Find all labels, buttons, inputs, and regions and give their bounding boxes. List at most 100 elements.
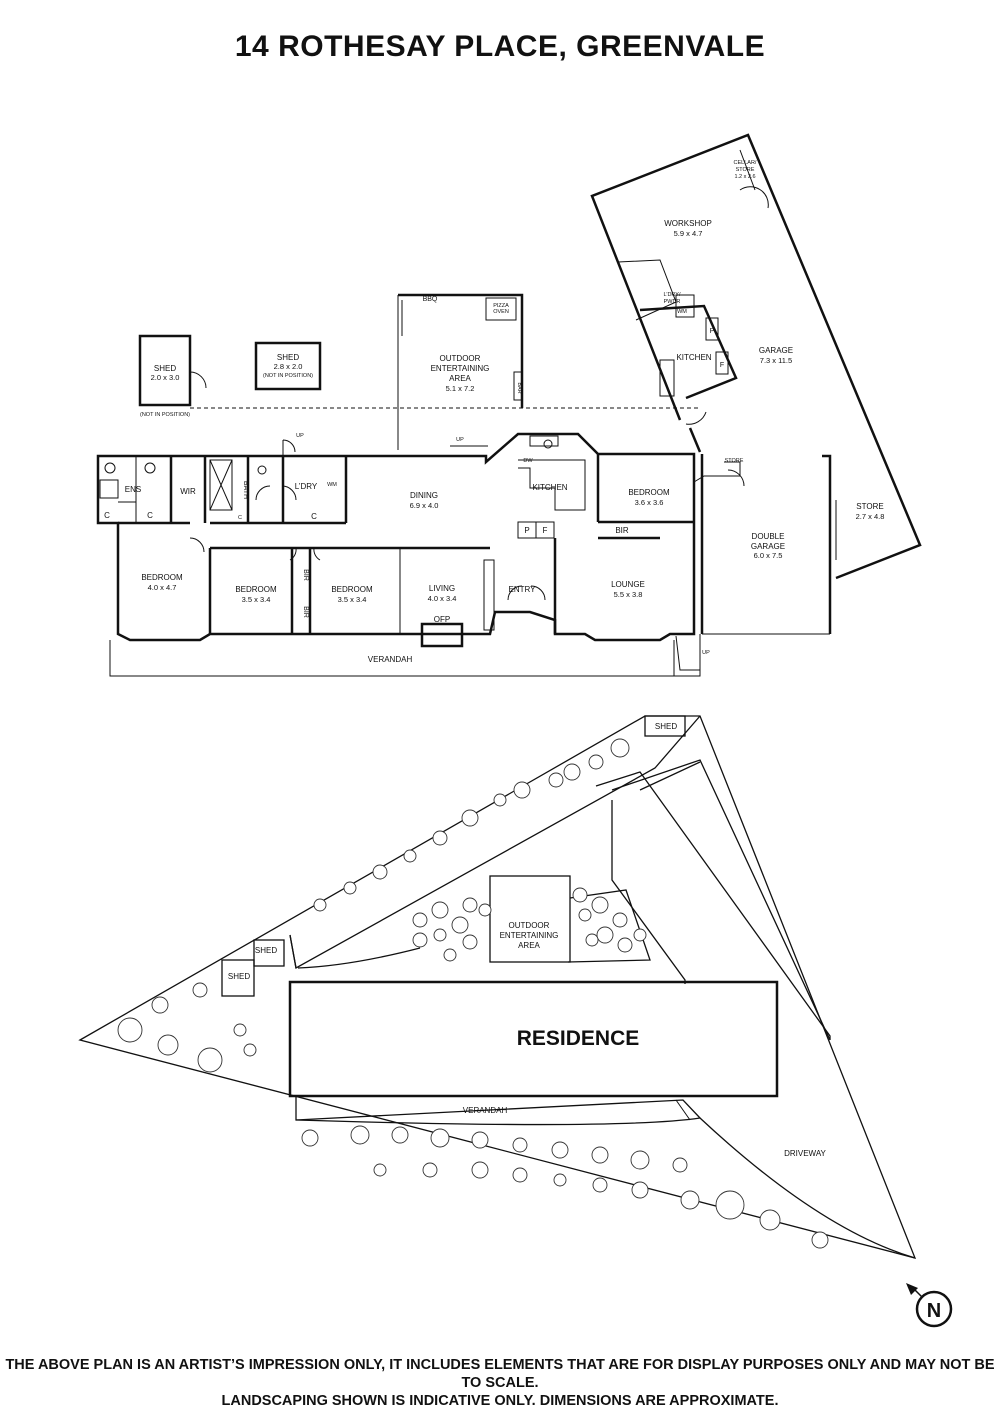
site-verandah-label: VERANDAH	[463, 1106, 508, 1115]
tree-icon	[612, 912, 628, 928]
tree-icon	[403, 849, 417, 863]
site-shed-ne-label: SHED	[655, 722, 677, 731]
site-shed-a	[221, 959, 255, 997]
ens-label: ENS	[125, 485, 141, 494]
tree-icon	[431, 901, 449, 919]
bedroom-3-label: BEDROOM	[331, 585, 373, 594]
store-small-label: STORE	[725, 458, 744, 464]
double-garage-label-1: DOUBLE	[752, 532, 785, 541]
pantry-label: P	[524, 526, 529, 535]
tree-icon	[759, 1209, 781, 1231]
shed-west-note: (NOT IN POSITION)	[140, 412, 190, 418]
pizza-oven-line2: OVEN	[493, 309, 509, 315]
site-outdoor-line2: ENTERTAINING	[500, 931, 559, 940]
tree-icon	[633, 928, 647, 942]
cupboard-1: C	[104, 511, 110, 520]
pizza-oven-line1: PIZZA	[493, 303, 509, 309]
outdoor-label-3: AREA	[449, 374, 471, 383]
disclaimer: THE ABOVE PLAN IS AN ARTIST’S IMPRESSION…	[0, 1356, 1000, 1410]
cupboard-4: C	[311, 512, 317, 521]
cellar-line1: CELLAR/	[734, 160, 757, 166]
floor-plan: SHED 2.0 x 3.0 (NOT IN POSITION) SHED 2.…	[96, 133, 922, 677]
tree-icon	[233, 1023, 247, 1037]
dining-label: DINING	[410, 491, 438, 500]
tree-icon	[672, 1157, 688, 1173]
kitchen2-label: KITCHEN	[676, 353, 711, 362]
tree-icon	[563, 763, 581, 781]
disclaimer-line-2: LANDSCAPING SHOWN IS INDICATIVE ONLY. DI…	[221, 1393, 779, 1409]
tree-icon	[610, 738, 630, 758]
landscaping-trees	[117, 738, 829, 1249]
cupboard-3: C	[238, 515, 242, 521]
tree-icon	[631, 1181, 649, 1199]
tree-icon	[117, 1017, 143, 1043]
site-shed-ne	[644, 715, 686, 737]
store-dim: 2.7 x 4.8	[856, 512, 885, 521]
tree-icon	[412, 932, 428, 948]
tree-icon	[585, 933, 599, 947]
bedroom-2-label: BEDROOM	[235, 585, 277, 594]
dining-dim: 6.9 x 4.0	[410, 501, 439, 510]
wir-label: WIR	[180, 487, 196, 496]
dw-label: DW	[523, 458, 533, 464]
tree-icon	[412, 912, 428, 928]
outdoor-label-1: OUTDOOR	[440, 354, 481, 363]
entry-label: ENTRY	[509, 585, 537, 594]
ldry-pwdr-line2: PWDR	[664, 299, 681, 305]
open-fireplace	[420, 622, 464, 648]
tree-icon	[391, 1126, 409, 1144]
tree-icon	[478, 903, 492, 917]
tree-icon	[471, 1131, 489, 1149]
ldry-pwdr-line1: L’DRY/	[663, 292, 680, 298]
bedroom-3-dim: 3.5 x 3.4	[338, 595, 367, 604]
outdoor-label-2: ENTERTAINING	[431, 364, 490, 373]
compass-letter: N	[927, 1300, 941, 1322]
pizza-oven	[485, 297, 517, 321]
site-outdoor-line3: AREA	[518, 941, 540, 950]
tree-icon	[588, 754, 604, 770]
ldry-label: L’DRY	[295, 482, 318, 491]
cupboard-2: C	[147, 511, 153, 520]
site-residence	[288, 980, 779, 1098]
shed-east-dim: 2.8 x 2.0	[274, 362, 303, 371]
tree-icon	[493, 793, 507, 807]
tree-icon	[151, 996, 169, 1014]
tree-icon	[548, 772, 564, 788]
wm-label-2: WM	[677, 309, 687, 315]
tree-icon	[313, 898, 327, 912]
site-shed-b	[253, 939, 285, 967]
plan-title: 14 ROTHESAY PLACE, GREENVALE	[234, 30, 766, 63]
bir-ne-label: BIR	[615, 526, 629, 535]
outdoor-dim: 5.1 x 7.2	[446, 384, 475, 393]
site-shed-b-label: SHED	[255, 946, 277, 955]
shed-east-note: (NOT IN POSITION)	[263, 373, 313, 379]
tree-icon	[462, 934, 478, 950]
store-label: STORE	[856, 502, 883, 511]
shed-west-label: SHED	[154, 364, 176, 373]
double-garage-label-2: GARAGE	[751, 542, 785, 551]
tree-icon	[422, 1162, 438, 1178]
bath-label: BATH	[242, 481, 249, 499]
bedroom-2-dim: 3.5 x 3.4	[242, 595, 271, 604]
tree-icon	[197, 1047, 223, 1073]
tree-icon	[811, 1231, 829, 1249]
tree-icon	[372, 864, 388, 880]
site-plan: SHED SHED SHED OUTDOOR ENTERTAINING AREA…	[78, 715, 917, 1259]
tree-icon	[596, 926, 614, 944]
site-outdoor-area	[489, 875, 571, 963]
fridge2-label: F	[720, 362, 724, 369]
up-label-dining: UP	[456, 437, 464, 443]
bedroom-w-dim: 4.0 x 4.7	[148, 583, 177, 592]
tree-icon	[572, 887, 588, 903]
kitchen-label: KITCHEN	[532, 483, 567, 492]
tree-icon	[591, 1146, 609, 1164]
tree-icon	[157, 1034, 179, 1056]
tree-icon	[512, 1167, 528, 1183]
tree-icon	[373, 1163, 387, 1177]
pantry2-label: P	[710, 328, 715, 335]
tree-icon	[192, 982, 208, 998]
shed-west-dim: 2.0 x 3.0	[151, 373, 180, 382]
cellar-line2: STORE	[736, 167, 755, 173]
tree-icon	[592, 1177, 608, 1193]
